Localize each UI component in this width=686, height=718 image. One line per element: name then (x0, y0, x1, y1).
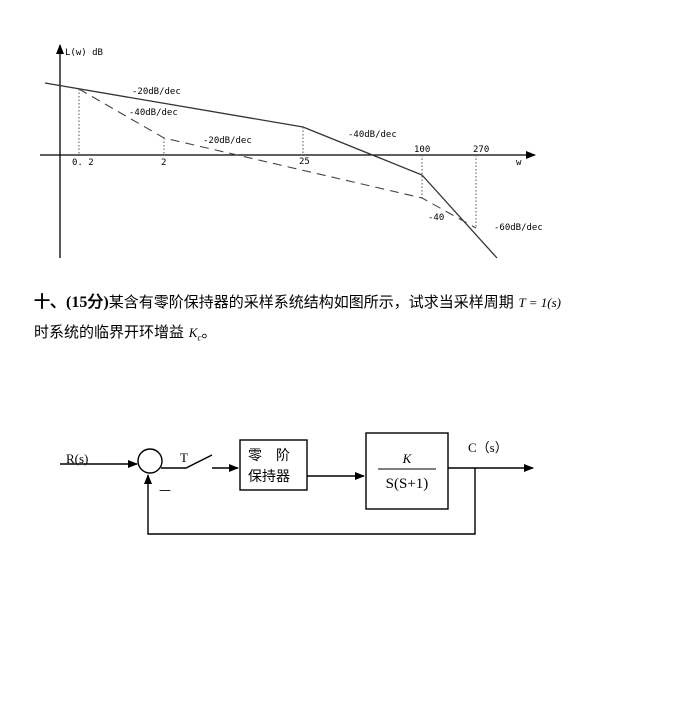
slope-label: -20dB/dec (132, 87, 181, 97)
tick-label: 100 (414, 145, 430, 155)
slope-label: -40 (428, 213, 444, 223)
zoh-label-1: 零 阶 (248, 448, 290, 464)
tf-denominator: S(S+1) (386, 476, 429, 492)
period-mark: 。 (201, 323, 217, 341)
zoh-block (239, 439, 308, 491)
slope-label: -60dB/dec (494, 223, 543, 233)
question-points: (15分) (66, 294, 109, 311)
tf-numerator: K (402, 451, 413, 466)
input-label: R(s) (66, 451, 88, 466)
slope-label: -40dB/dec (348, 130, 397, 140)
question-text: 某含有零阶保持器的采样系统结构如图所示，试求当采样周期 (108, 293, 514, 311)
minus-sign: — (159, 483, 171, 497)
bode-plot: L(w) dB w 0. 2 2 25 100 270 -20dB/dec -4… (40, 44, 543, 259)
switch-label: T (180, 450, 188, 465)
sampling-period: T = 1(s) (518, 295, 561, 310)
critical-gain: Kc (188, 325, 202, 343)
sampler-switch (161, 454, 213, 469)
zoh-label-2: 保持器 (248, 469, 290, 485)
plant-block (365, 432, 449, 510)
slope-label: -40dB/dec (129, 108, 178, 118)
gain-subscript: c (197, 332, 202, 343)
question-text: 时系统的临界开环增益 (34, 323, 185, 341)
tick-label: 270 (473, 145, 489, 155)
output-label: C（s） (468, 440, 508, 455)
question-line-1: 十、(15分)某含有零阶保持器的采样系统结构如图所示，试求当采样周期 T = 1… (34, 292, 561, 313)
tick-label: 0. 2 (72, 158, 94, 168)
tick-label: 2 (161, 158, 166, 168)
dashed-asymptote (78, 88, 477, 229)
question-line-2: 时系统的临界开环增益 Kc。 (34, 322, 216, 348)
slope-label: -20dB/dec (203, 136, 252, 146)
question-number: 十、 (34, 294, 67, 311)
solid-asymptote (44, 82, 498, 259)
dotted-guides (78, 89, 477, 228)
summing-junction (137, 448, 163, 474)
feedback-path (144, 468, 476, 535)
gain-symbol: K (188, 325, 198, 340)
block-diagram: R(s) T — 零 阶 保持器 K S(S+1) C（s） (60, 432, 534, 535)
x-axis-label: w (516, 158, 522, 168)
tick-label: 25 (299, 157, 310, 167)
y-axis-label: L(w) dB (65, 48, 103, 58)
